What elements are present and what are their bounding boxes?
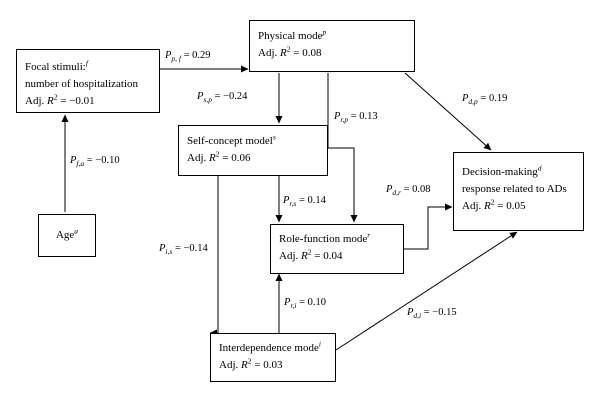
rolefunction-sup: r (367, 230, 371, 240)
rolefunction-r-exp: 2 (307, 247, 312, 257)
focal-sup: f (85, 58, 88, 68)
label-p-dp: Pd,p = 0.19 (462, 93, 508, 107)
focal-r: R (47, 95, 54, 107)
physical-title: Physical mode (258, 30, 323, 42)
decision-adj-label: Adj. (462, 200, 484, 212)
arrow-physical-to-rolefunction (327, 73, 358, 223)
rolefunction-r-value: = 0.04 (311, 250, 343, 262)
decision-r-value: = 0.05 (494, 200, 526, 212)
decision-r: R (484, 200, 491, 212)
physical-mode-box: Physical modep Adj. R2 = 0.08 (249, 20, 415, 72)
selfconcept-title: Self-concept model (187, 135, 273, 147)
label-p-ri: Pr,i = 0.10 (284, 297, 327, 311)
selfconcept-sup: s (272, 132, 276, 142)
label-p-rs: Pr,s = 0.14 (283, 195, 326, 209)
age-box: Agea (38, 214, 96, 257)
focal-stimuli-box: Focal stimuli:f number of hospitalizatio… (16, 49, 160, 113)
rolefunction-title: Role-function mode (279, 233, 368, 245)
interdependence-r-exp: 2 (247, 356, 252, 366)
arrow-physical-to-decision (404, 72, 492, 151)
label-p-fa: Pf,a = −0.10 (70, 155, 120, 169)
focal-title: Focal stimuli: (25, 61, 86, 73)
interdependence-r-value: = 0.03 (251, 359, 283, 371)
label-p-dr: Pd,r = 0.08 (386, 184, 431, 198)
role-function-box: Role-function moder Adj. R2 = 0.04 (270, 224, 404, 274)
label-p-rp: Pr,p = 0.13 (334, 111, 378, 125)
arrow-rolefunction-to-decision (404, 203, 453, 250)
label-p-sp: Ps,p = −0.24 (197, 91, 248, 105)
decision-making-box: Decision-makingd response related to ADs… (453, 152, 584, 231)
interdependence-box: Interdependence modei Adj. R2 = 0.03 (210, 333, 336, 382)
focal-r-exp: 2 (53, 92, 58, 102)
decision-r-exp: 2 (490, 197, 495, 207)
focal-r-value: = −0.01 (57, 95, 95, 107)
focal-adj-label: Adj. (25, 95, 47, 107)
interdependence-adj-label: Adj. (219, 359, 241, 371)
physical-r-exp: 2 (286, 44, 291, 54)
physical-sup: p (322, 27, 327, 37)
physical-r-value: = 0.08 (290, 47, 322, 59)
physical-r: R (280, 47, 287, 59)
decision-line2: response related to ADs (462, 183, 567, 195)
selfconcept-adj-label: Adj. (187, 152, 209, 164)
rolefunction-adj-label: Adj. (279, 250, 301, 262)
decision-title: Decision-making (462, 166, 538, 178)
age-sup: a (74, 226, 79, 236)
self-concept-box: Self-concept models Adj. R2 = 0.06 (178, 125, 328, 176)
arrow-interdependence-to-decision (335, 231, 518, 351)
rolefunction-r: R (301, 250, 308, 262)
physical-adj-label: Adj. (258, 47, 280, 59)
selfconcept-r-exp: 2 (215, 149, 220, 159)
focal-line2: number of hospitalization (25, 78, 139, 90)
interdependence-title: Interdependence mode (219, 342, 319, 354)
arrow-selfconcept-to-interdependence (209, 176, 219, 337)
decision-sup: d (537, 163, 542, 173)
interdependence-sup: i (318, 339, 321, 349)
age-title: Age (55, 229, 75, 241)
label-p-pf: Pp, f = 0.29 (165, 50, 211, 64)
selfconcept-r-value: = 0.06 (219, 152, 251, 164)
selfconcept-r: R (209, 152, 216, 164)
label-p-is: Pi,s = −0.14 (159, 243, 208, 257)
label-p-di: Pd,i = −0.15 (407, 307, 457, 321)
interdependence-r: R (241, 359, 248, 371)
